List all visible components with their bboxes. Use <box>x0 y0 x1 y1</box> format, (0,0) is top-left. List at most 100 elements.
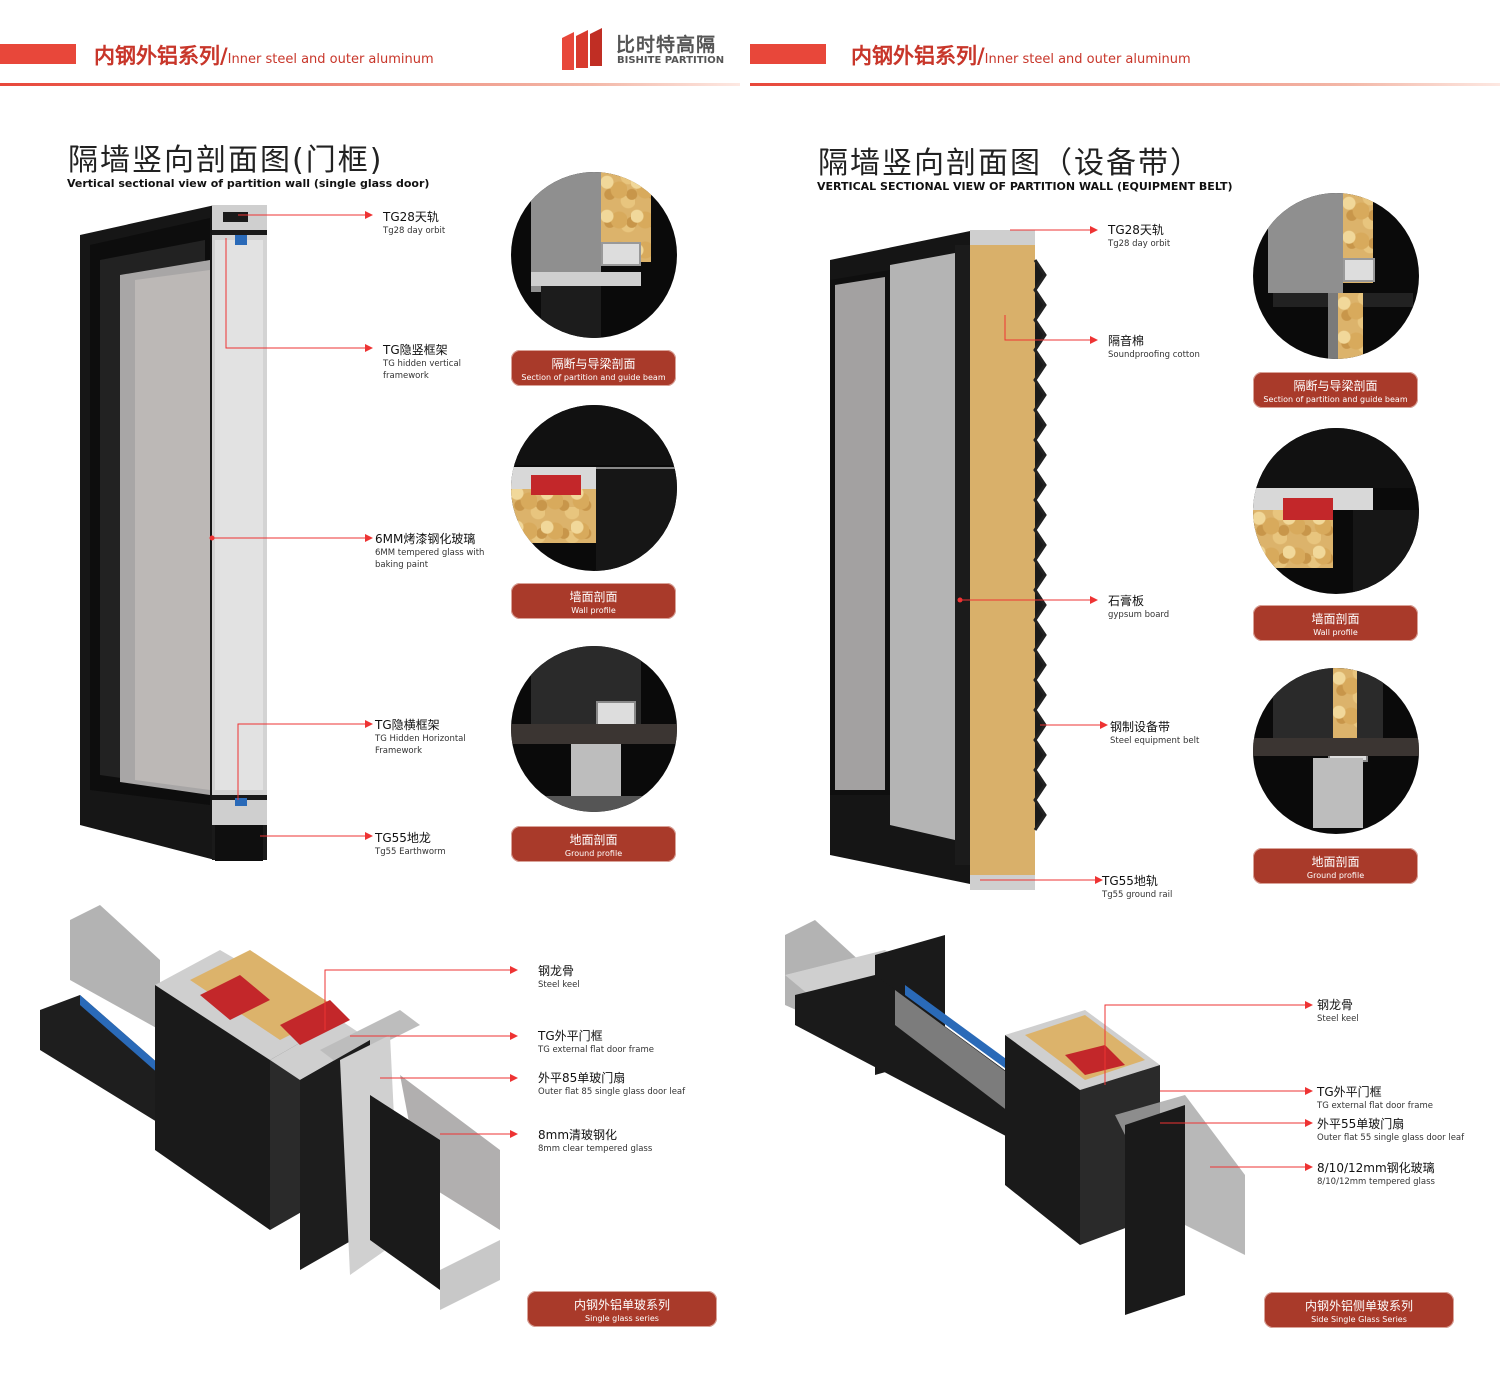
label-gypsum-board-cn: 石膏板 <box>1108 594 1145 608</box>
label-equipment-belt-en: Steel equipment belt <box>1110 736 1200 746</box>
label-door-frame-right-en: TG external flat door frame <box>1317 1101 1433 1111</box>
label-door-frame-left-en: TG external flat door frame <box>538 1045 654 1055</box>
header-line-left <box>0 83 740 86</box>
label-steel-keel-left-cn: 钢龙骨 <box>538 964 575 978</box>
detail-pill-wall-profile-right-cn: 墙面剖面 <box>1311 612 1360 626</box>
label-equipment-belt-cn: 钢制设备带 <box>1110 720 1171 734</box>
header-bar-right <box>750 44 826 64</box>
detail-pill-wall-profile-en: Wall profile <box>571 606 616 615</box>
label-soundproofing-cn: 隔音棉 <box>1108 334 1145 348</box>
label-clear-glass-left-en: 8mm clear tempered glass <box>538 1144 653 1154</box>
label-hidden-vertical-en: TG hidden vertical framework <box>383 359 462 381</box>
label-tempered-glass-right-en: 8/10/12mm tempered glass <box>1317 1177 1435 1187</box>
header-bar-left <box>0 44 76 64</box>
series-pill-left-cn: 内钢外铝单玻系列 <box>573 1298 670 1312</box>
label-equipment-belt: 钢制设备带 Steel equipment belt <box>1110 718 1199 747</box>
detail-pill-ground-profile-right: 地面剖面 Ground profile <box>1253 848 1418 884</box>
detail-circle-guide-beam <box>511 172 677 338</box>
label-door-frame-left: TG外平门框 TG external flat door frame <box>538 1027 654 1056</box>
label-door-leaf-left: 外平85单玻门扇 Outer flat 85 single glass door… <box>538 1069 685 1098</box>
detail-circle-wall-profile <box>511 405 677 571</box>
label-tg28-top-rail: TG28天轨 Tg28 day orbit <box>383 208 445 237</box>
left-bottom-leader-lines <box>324 966 518 1138</box>
detail-pill-wall-profile-right: 墙面剖面 Wall profile <box>1253 605 1418 641</box>
right-bottom-leader-lines <box>1104 1001 1313 1171</box>
header-title-right: 内钢外铝系列/Inner steel and outer aluminum <box>851 40 1191 70</box>
label-steel-keel-left: 钢龙骨 Steel keel <box>538 962 580 991</box>
detail-circle-guide-beam-right <box>1253 193 1419 359</box>
header-title-left-en: Inner steel and outer aluminum <box>227 52 434 67</box>
label-steel-keel-right-en: Steel keel <box>1317 1014 1359 1024</box>
label-steel-keel-right-cn: 钢龙骨 <box>1317 998 1354 1012</box>
label-6mm-glass-cn: 6MM烤漆钢化玻璃 <box>375 532 476 546</box>
label-tg28-right: TG28天轨 Tg28 day orbit <box>1108 221 1170 250</box>
left-leader-lines <box>209 211 373 840</box>
label-hidden-vertical-cn: TG隐竖框架 <box>383 343 448 357</box>
label-door-leaf-right: 外平55单玻门扇 Outer flat 55 single glass door… <box>1317 1115 1464 1144</box>
label-6mm-glass-en: 6MM tempered glass with baking paint <box>375 548 485 570</box>
detail-pill-guide-beam-right: 隔断与导梁剖面 Section of partition and guide b… <box>1253 372 1418 408</box>
header-line-right <box>750 83 1500 86</box>
logo-mark-icon <box>562 28 602 70</box>
label-door-leaf-left-en: Outer flat 85 single glass door leaf <box>538 1087 686 1097</box>
label-hidden-horizontal-frame: TG隐横框架 TG Hidden Horizontal Framework <box>375 716 485 757</box>
detail-pill-guide-beam-cn: 隔断与导梁剖面 <box>551 357 636 371</box>
label-6mm-glass: 6MM烤漆钢化玻璃 6MM tempered glass with baking… <box>375 530 505 571</box>
detail-pill-ground-profile-right-en: Ground profile <box>1306 871 1365 880</box>
right-leader-lines <box>957 226 1108 884</box>
label-hidden-vertical-frame: TG隐竖框架 TG hidden vertical framework <box>383 341 493 382</box>
detail-pill-wall-profile: 墙面剖面 Wall profile <box>511 583 676 619</box>
series-pill-left: 内钢外铝单玻系列 Single glass series <box>527 1291 717 1327</box>
label-tg28-cn: TG28天轨 <box>383 210 439 224</box>
series-pill-right-cn: 内钢外铝侧单玻系列 <box>1304 1299 1413 1313</box>
single-glass-series-illustration <box>40 905 500 1310</box>
label-tg55-en: Tg55 Earthworm <box>375 847 446 857</box>
logo: 比时特高隔 BISHITE PARTITION <box>560 28 740 72</box>
label-gypsum-board: 石膏板 gypsum board <box>1108 592 1169 621</box>
label-door-frame-left-cn: TG外平门框 <box>538 1029 603 1043</box>
label-gypsum-board-en: gypsum board <box>1108 610 1170 620</box>
header-title-right-cn: 内钢外铝系列/ <box>851 44 985 68</box>
detail-pill-guide-beam-right-cn: 隔断与导梁剖面 <box>1293 379 1378 393</box>
label-steel-keel-left-en: Steel keel <box>538 980 580 990</box>
detail-circle-ground-profile <box>511 646 677 812</box>
logo-en: BISHITE PARTITION <box>617 55 725 66</box>
label-tg28-right-cn: TG28天轨 <box>1108 223 1164 237</box>
label-door-leaf-right-en: Outer flat 55 single glass door leaf <box>1317 1133 1465 1143</box>
detail-pill-wall-profile-right-en: Wall profile <box>1313 628 1358 637</box>
label-door-frame-right-cn: TG外平门框 <box>1317 1085 1382 1099</box>
equipment-belt-section-illustration <box>830 230 1047 890</box>
series-pill-right-en: Side Single Glass Series <box>1311 1315 1407 1324</box>
label-tg28-right-en: Tg28 day orbit <box>1108 239 1171 249</box>
label-tg28-en: Tg28 day orbit <box>383 226 446 236</box>
detail-pill-wall-profile-cn: 墙面剖面 <box>569 590 618 604</box>
header-title-left-cn: 内钢外铝系列/ <box>94 44 228 68</box>
label-door-frame-right: TG外平门框 TG external flat door frame <box>1317 1083 1433 1112</box>
label-soundproofing-en: Soundproofing cotton <box>1108 350 1200 360</box>
left-page-title: 隔墙竖向剖面图(门框) <box>68 143 384 178</box>
label-clear-glass-left-cn: 8mm清玻钢化 <box>538 1128 618 1142</box>
detail-circle-wall-profile-right <box>1253 428 1419 594</box>
right-page-subtitle: VERTICAL SECTIONAL VIEW OF PARTITION WAL… <box>817 180 1233 193</box>
label-tempered-glass-right-cn: 8/10/12mm钢化玻璃 <box>1317 1161 1435 1175</box>
label-tg55-ground-rail-en: Tg55 ground rail <box>1102 890 1173 900</box>
label-tg55-earthworm: TG55地龙 Tg55 Earthworm <box>375 829 446 858</box>
label-tg55-cn: TG55地龙 <box>375 831 431 845</box>
label-door-leaf-right-cn: 外平55单玻门扇 <box>1317 1117 1405 1131</box>
side-single-glass-series-illustration <box>785 920 1245 1315</box>
door-frame-section-illustration <box>80 205 267 861</box>
detail-circle-ground-profile-right <box>1253 668 1419 834</box>
label-tg55-ground-rail-cn: TG55地轨 <box>1102 874 1158 888</box>
series-pill-left-en: Single glass series <box>585 1314 659 1323</box>
label-clear-glass-left: 8mm清玻钢化 8mm clear tempered glass <box>538 1126 652 1155</box>
header-title-right-en: Inner steel and outer aluminum <box>984 52 1191 67</box>
detail-pill-ground-profile: 地面剖面 Ground profile <box>511 826 676 862</box>
right-page-title: 隔墙竖向剖面图（设备带） <box>818 146 1202 181</box>
label-tempered-glass-right: 8/10/12mm钢化玻璃 8/10/12mm tempered glass <box>1317 1159 1435 1188</box>
detail-pill-ground-profile-right-cn: 地面剖面 <box>1311 855 1360 869</box>
label-steel-keel-right: 钢龙骨 Steel keel <box>1317 996 1359 1025</box>
label-door-leaf-left-cn: 外平85单玻门扇 <box>538 1071 626 1085</box>
series-pill-right: 内钢外铝侧单玻系列 Side Single Glass Series <box>1264 1292 1454 1328</box>
detail-pill-guide-beam-right-en: Section of partition and guide beam <box>1263 395 1408 404</box>
left-page-subtitle: Vertical sectional view of partition wal… <box>67 177 430 190</box>
